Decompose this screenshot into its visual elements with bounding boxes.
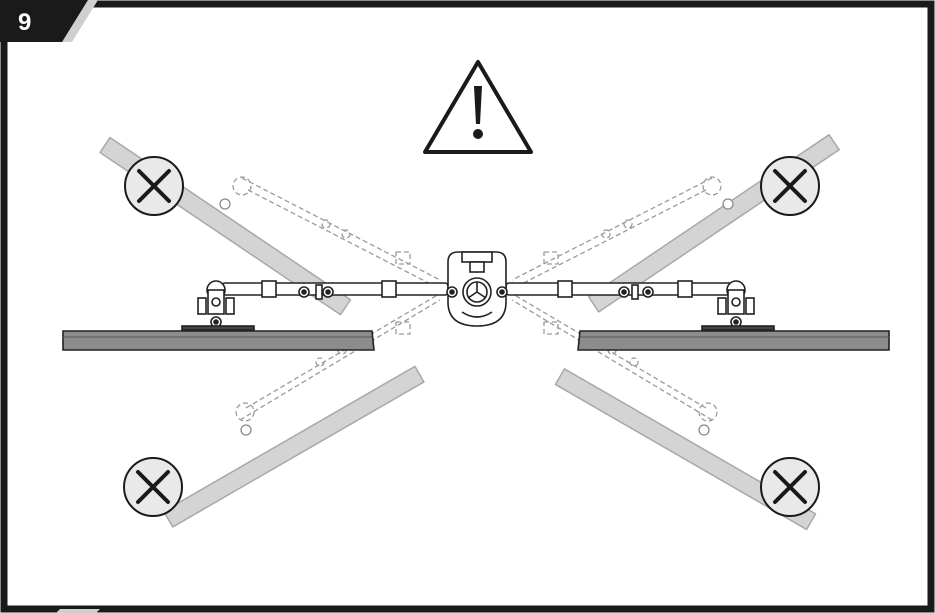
step-tab <box>0 0 88 42</box>
step-number: 9 <box>18 9 32 36</box>
bottom-tab-accent <box>56 609 100 613</box>
left-tilt-bracket <box>181 280 255 331</box>
ghost-monitor-lower-right <box>554 368 817 531</box>
warning-triangle-icon <box>423 60 533 154</box>
valid-position <box>62 251 890 351</box>
x-mark-icon-lower-left <box>123 457 183 517</box>
right-monitor <box>577 330 890 351</box>
center-hub <box>446 251 508 327</box>
ghost-brackets <box>219 198 734 436</box>
left-monitor <box>62 330 375 351</box>
x-mark-icon-upper-right <box>760 156 820 216</box>
x-mark-icon-upper-left <box>124 156 184 216</box>
ghost-monitor-lower-left <box>163 365 425 528</box>
x-mark-icon-lower-right <box>760 457 820 517</box>
right-tilt-bracket <box>701 280 775 331</box>
